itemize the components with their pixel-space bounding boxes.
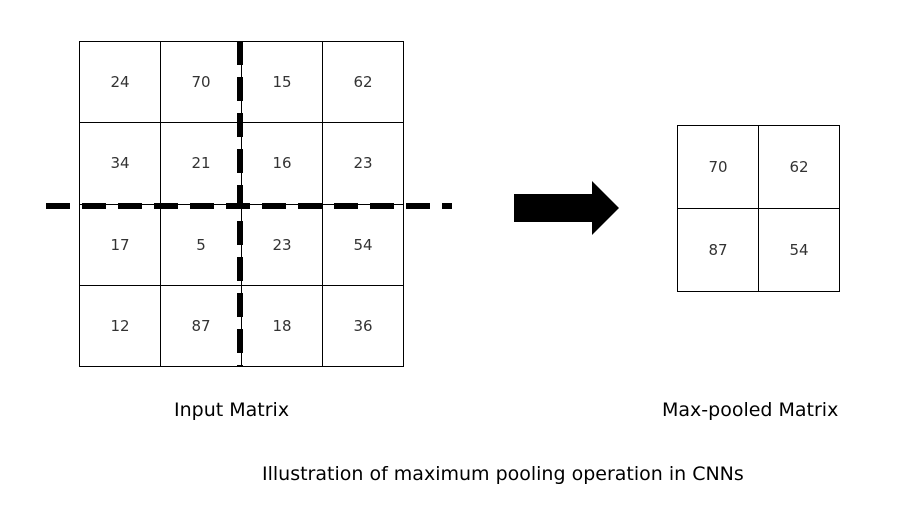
pooled-matrix-grid: 70 62 87 54 <box>677 125 840 292</box>
matrix-cell: 70 <box>160 40 242 124</box>
matrix-row: 12 87 18 36 <box>79 284 404 368</box>
input-matrix-caption: Input Matrix <box>174 399 290 421</box>
matrix-cell: 62 <box>758 125 840 209</box>
matrix-cell: 5 <box>160 203 242 286</box>
matrix-cell: 36 <box>322 284 404 368</box>
matrix-cell: 34 <box>79 122 161 205</box>
matrix-cell: 15 <box>241 40 323 124</box>
matrix-row: 24 70 15 62 <box>79 40 404 124</box>
matrix-cell: 18 <box>241 284 323 368</box>
matrix-row: 17 5 23 54 <box>79 203 404 286</box>
matrix-cell: 70 <box>677 125 759 209</box>
matrix-row: 34 21 16 23 <box>79 122 404 205</box>
matrix-cell: 87 <box>160 284 242 368</box>
matrix-cell: 62 <box>322 40 404 124</box>
matrix-cell: 24 <box>79 40 161 124</box>
figure-caption: Illustration of maximum pooling operatio… <box>262 463 744 485</box>
input-matrix-grid: 24 70 15 62 34 21 16 23 17 5 23 54 12 87… <box>79 40 404 368</box>
matrix-cell: 23 <box>241 203 323 286</box>
matrix-row: 87 54 <box>677 208 840 292</box>
pooled-matrix-caption: Max-pooled Matrix <box>662 399 839 421</box>
matrix-cell: 21 <box>160 122 242 205</box>
matrix-cell: 23 <box>322 122 404 205</box>
matrix-row: 70 62 <box>677 125 840 209</box>
matrix-cell: 17 <box>79 203 161 286</box>
matrix-cell: 54 <box>322 203 404 286</box>
matrix-cell: 12 <box>79 284 161 368</box>
matrix-cell: 16 <box>241 122 323 205</box>
matrix-cell: 54 <box>758 208 840 292</box>
right-arrow-icon <box>514 181 619 235</box>
matrix-cell: 87 <box>677 208 759 292</box>
